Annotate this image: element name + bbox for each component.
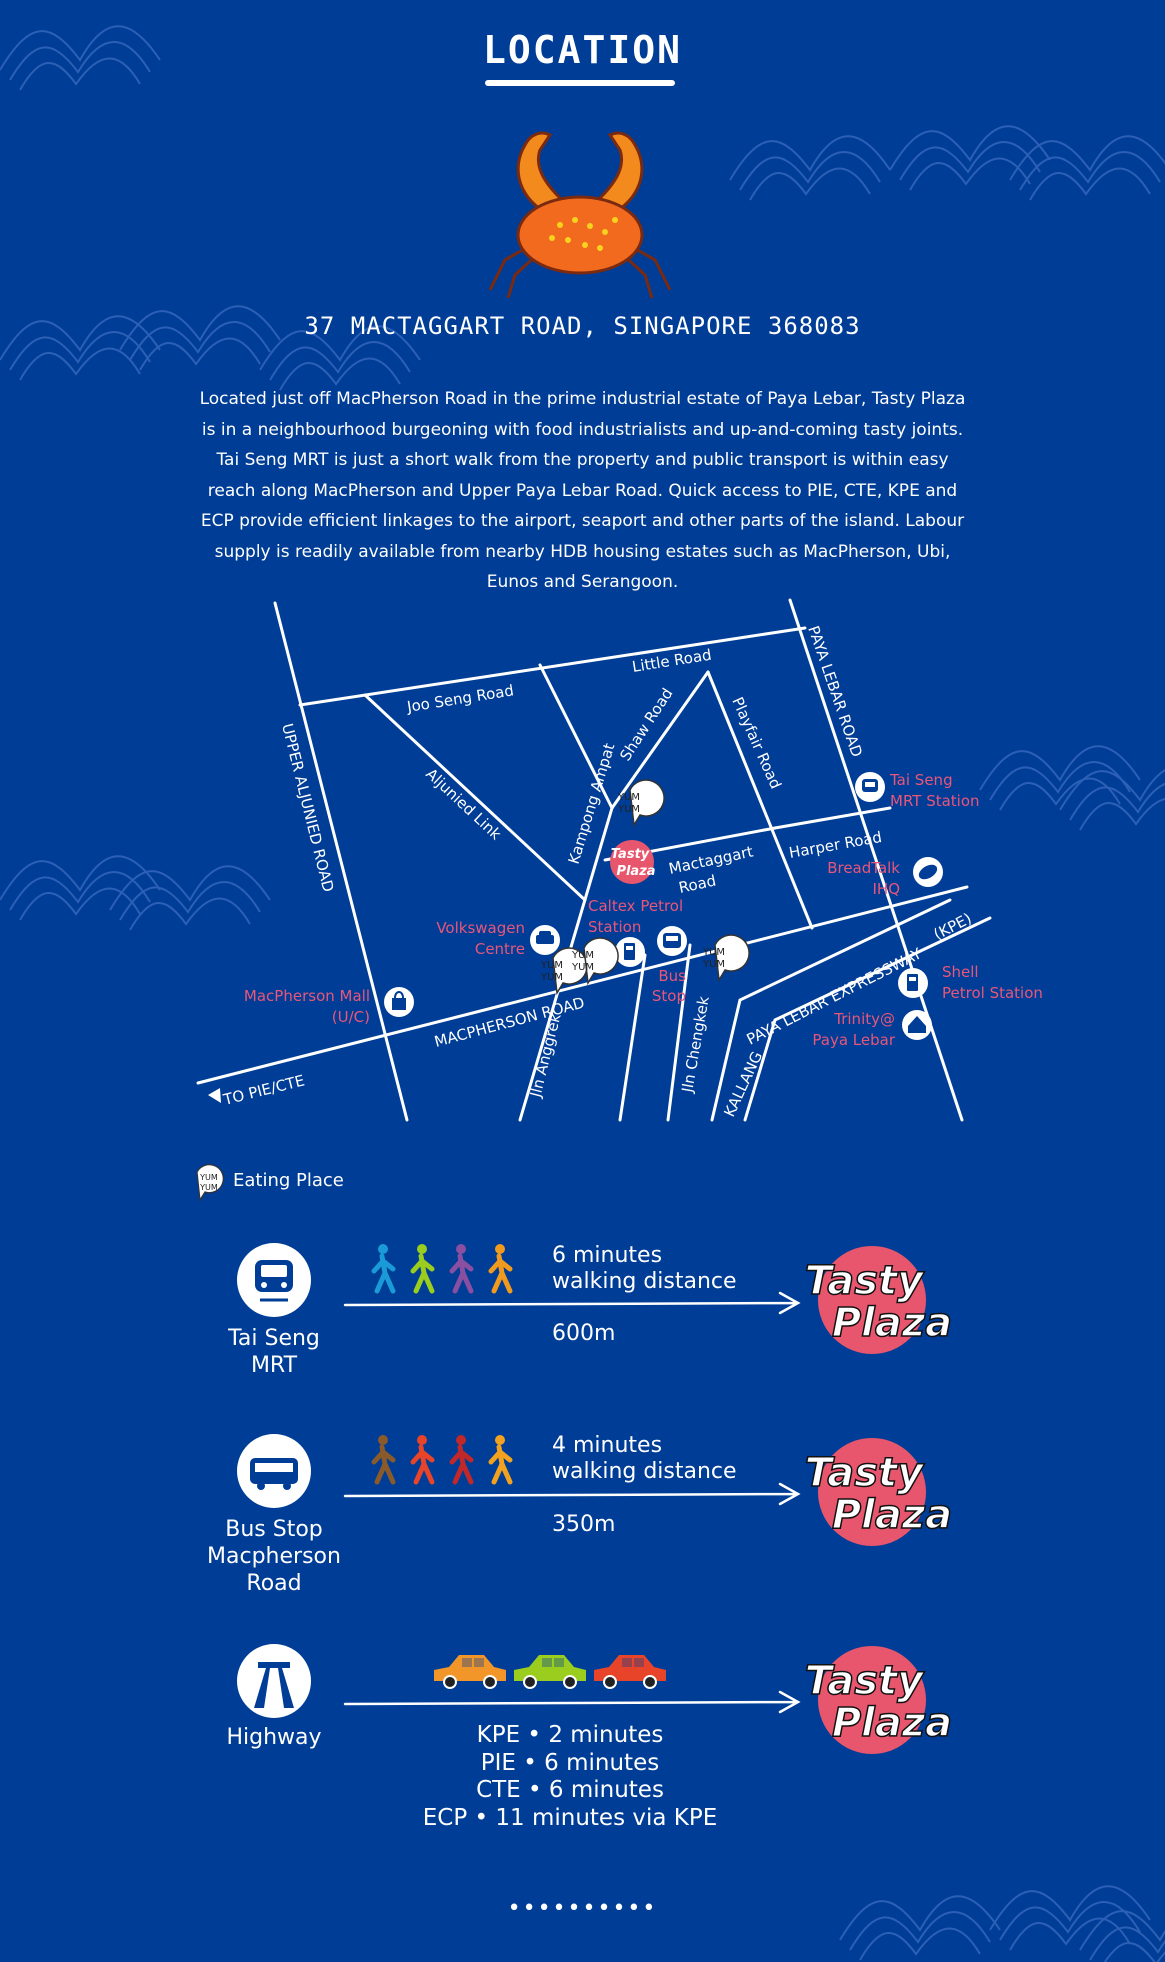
map-roads [196, 598, 992, 1122]
bread-icon [913, 857, 943, 887]
svg-text:Plaza: Plaza [832, 1492, 952, 1538]
place-breadtalk-2: IHQ [872, 880, 900, 898]
walking-person-icon [410, 1435, 435, 1485]
shell-fuel-icon [898, 968, 928, 998]
svg-text:Tasty: Tasty [805, 1258, 925, 1304]
svg-text:Plaza: Plaza [832, 1300, 952, 1346]
house-icon [902, 1010, 932, 1040]
title-underline [485, 80, 675, 86]
walking-person-icon [449, 1435, 474, 1485]
svg-text:YUM: YUM [617, 792, 640, 803]
svg-text:Tasty: Tasty [805, 1450, 925, 1496]
car-icon [514, 1655, 586, 1689]
place-macpherson-mall-1: MacPherson Mall [244, 987, 370, 1005]
route-bus-time: 4 minutes walking distance [552, 1433, 737, 1484]
car-icon [594, 1655, 666, 1689]
svg-text:Tasty: Tasty [805, 1658, 925, 1704]
place-shell-2: Petrol Station [942, 984, 1043, 1002]
place-caltex-2: Station [588, 918, 641, 936]
place-caltex-1: Caltex Petrol [588, 897, 683, 915]
svg-text:Tasty: Tasty [611, 847, 650, 862]
walking-person-icon [371, 1244, 396, 1294]
svg-text:Plaza: Plaza [832, 1700, 952, 1746]
svg-text:YUM: YUM [702, 959, 725, 970]
route-arrows [343, 1291, 801, 1714]
route-label-mrt: Tai Seng MRT [228, 1326, 320, 1378]
svg-text:YUM: YUM [199, 1173, 218, 1182]
place-trinity-1: Trinity@ [833, 1010, 895, 1028]
fuel-icon [615, 937, 645, 967]
svg-text:YUM: YUM [571, 962, 594, 973]
car-icon [530, 925, 560, 955]
place-bus-stop-2: Stop [652, 987, 686, 1005]
route-label-highway: Highway [226, 1725, 322, 1750]
place-macpherson-mall-2: (U/C) [332, 1008, 370, 1026]
walking-person-icons [371, 1435, 513, 1485]
tasty-plaza-map-marker: Tasty Plaza [610, 840, 656, 884]
svg-text:YUM: YUM [571, 950, 594, 961]
page-indicator-dots: •••••••••• [507, 1896, 658, 1921]
svg-text:YUM: YUM [199, 1183, 218, 1192]
highway-times: KPE • 2 minutes PIE • 6 minutes CTE • 6 … [422, 1722, 718, 1831]
place-volkswagen-1: Volkswagen [436, 919, 525, 937]
yum-yum-marker: YUM YUM [702, 934, 750, 983]
svg-text:YUM: YUM [540, 972, 563, 983]
shopping-bag-icon [384, 987, 414, 1017]
train-icon [855, 772, 885, 802]
svg-text:YUM: YUM [617, 804, 640, 815]
route-label-bus-stop: Bus Stop Macpherson Road [207, 1517, 341, 1596]
highway-icon [237, 1644, 311, 1718]
car-icons [434, 1655, 666, 1689]
legend-label: Eating Place [233, 1170, 344, 1191]
location-description: Located just off MacPherson Road in the … [199, 389, 966, 592]
train-icon [237, 1243, 311, 1317]
yum-yum-marker: YUM YUM [617, 779, 665, 828]
place-bus-stop-1: Bus [658, 967, 686, 985]
route-mrt-distance: 600m [552, 1321, 616, 1346]
walking-person-icons [371, 1244, 513, 1294]
route-mrt-time: 6 minutes walking distance [552, 1243, 737, 1294]
bus-icon [657, 926, 687, 956]
place-tai-seng-2: MRT Station [890, 792, 980, 810]
yum-yum-marker: YUM YUM [571, 937, 619, 986]
page-title: LOCATION [482, 28, 683, 72]
walking-person-icon [488, 1244, 513, 1294]
place-breadtalk-1: BreadTalk [827, 859, 900, 877]
svg-text:YUM: YUM [702, 947, 725, 958]
arrow-left-icon [208, 1088, 221, 1103]
address: 37 MACTAGGART ROAD, SINGAPORE 368083 [304, 312, 861, 340]
svg-text:Plaza: Plaza [616, 864, 655, 879]
walking-person-icon [449, 1244, 474, 1294]
legend-yum-yum-icon: YUM YUM [196, 1164, 224, 1202]
crab-illustration [488, 131, 672, 299]
route-bus-distance: 350m [552, 1512, 616, 1537]
place-shell-1: Shell [942, 963, 979, 981]
place-tai-seng-1: Tai Seng [889, 771, 953, 789]
place-trinity-2: Paya Lebar [812, 1031, 895, 1049]
bus-icon [237, 1434, 311, 1508]
svg-text:YUM: YUM [540, 960, 563, 971]
walking-person-icon [410, 1244, 435, 1294]
place-volkswagen-2: Centre [475, 940, 525, 958]
walking-person-icon [371, 1435, 396, 1485]
walking-person-icon [488, 1435, 513, 1485]
car-icon [434, 1655, 506, 1689]
